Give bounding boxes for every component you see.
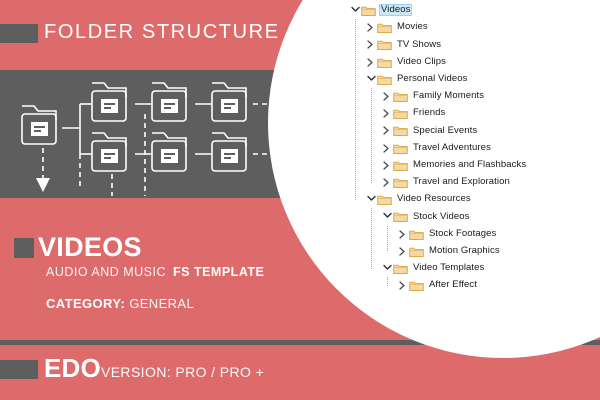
info-subtitle-bold: FS TEMPLATE [173,265,265,279]
tree-item-label: Videos [379,4,413,16]
folder-icon [377,36,392,52]
tree-item-video-clips[interactable]: Video Clips [366,54,448,70]
folder-structure-diagram [0,70,290,198]
folder-icon [361,2,376,18]
chevron-right-icon[interactable] [382,140,393,156]
chevron-right-icon[interactable] [366,54,377,70]
accent-square-icon [14,238,34,258]
footer-brand: EDO [44,353,101,383]
folder-icon [393,157,408,173]
chevron-right-icon[interactable] [366,19,377,35]
footer-version: VERSION: PRO / PRO + [100,364,265,380]
diagram-folder-node [151,132,187,172]
tree-item-label: Video Templates [413,262,485,274]
tree-item-label: Movies [397,21,428,33]
folder-icon [393,88,408,104]
chevron-down-icon[interactable] [382,208,393,224]
tree-guide-line [371,208,373,269]
tree-item-label: Travel and Exploration [413,176,510,188]
folder-icon [377,19,392,35]
tree-item-tv-shows[interactable]: TV Shows [366,36,443,52]
chevron-right-icon[interactable] [382,88,393,104]
page-title: FOLDER STRUCTURE [44,21,280,43]
chevron-down-icon[interactable] [350,2,361,18]
tree-item-motion-graphics[interactable]: Motion Graphics [398,243,502,259]
chevron-down-icon[interactable] [382,260,393,276]
chevron-right-icon[interactable] [382,122,393,138]
tree-guide-line [371,88,373,183]
tree-item-label: Personal Videos [397,73,468,85]
chevron-down-icon[interactable] [366,71,377,87]
tree-item-stock-videos[interactable]: Stock Videos [382,208,471,224]
chevron-right-icon[interactable] [398,243,409,259]
chevron-right-icon[interactable] [382,105,393,121]
tree-guide-line [355,19,357,200]
accent-block-icon [0,360,38,379]
tree-item-label: Family Moments [413,90,485,102]
info-subtitle-light: AUDIO AND MUSIC [46,265,167,279]
folder-icon [393,140,408,156]
diagram-folder-node [151,82,187,122]
info-category-value: GENERAL [129,296,195,311]
tree-item-label: Video Resources [397,193,471,205]
tree-item-label: Special Events [413,124,478,136]
footer: EDOVERSION: PRO / PRO + [44,353,264,384]
chevron-right-icon[interactable] [382,157,393,173]
tree-item-video-templates[interactable]: Video Templates [382,260,486,276]
info-category-label: CATEGORY: [46,296,126,311]
chevron-right-icon[interactable] [366,36,377,52]
tree-item-label: Video Clips [397,55,446,67]
footer-divider [0,340,600,345]
tree-guide-line [387,225,389,252]
folder-icon [409,277,424,293]
folder-icon [393,174,408,190]
folder-icon [393,105,408,121]
tree-item-label: Memories and Flashbacks [413,159,527,171]
folder-icon [393,122,408,138]
tree-item-travel-adventures[interactable]: Travel Adventures [382,140,493,156]
tree-item-personal-videos[interactable]: Personal Videos [366,71,470,87]
down-arrow-icon [36,178,50,192]
folder-icon [377,71,392,87]
chevron-right-icon[interactable] [398,277,409,293]
chevron-down-icon[interactable] [366,191,377,207]
tree-item-videos[interactable]: Videos [350,2,413,18]
tree-item-after-effect[interactable]: After Effect [398,277,479,293]
tree-item-label: TV Shows [397,38,442,50]
tree-item-label: Motion Graphics [429,245,500,257]
folder-icon [409,243,424,259]
folder-icon [377,191,392,207]
tree-item-label: After Effect [429,279,478,291]
tree-item-travel-and-exploration[interactable]: Travel and Exploration [382,174,512,190]
accent-block-icon [0,24,38,43]
tree-item-stock-footages[interactable]: Stock Footages [398,226,498,242]
folder-icon [377,54,392,70]
tree-item-family-moments[interactable]: Family Moments [382,88,486,104]
tree-guide-line [387,277,389,286]
folder-icon [393,260,408,276]
info-title: VIDEOS [38,232,142,262]
diagram-folder-node [211,132,247,172]
diagram-folder-node [211,82,247,122]
chevron-right-icon[interactable] [398,226,409,242]
folder-icon [393,208,408,224]
tree-item-movies[interactable]: Movies [366,19,430,35]
folder-icon [409,226,424,242]
tree-item-friends[interactable]: Friends [382,105,447,121]
diagram-folder-node [21,105,57,145]
tree-item-memories-and-flashbacks[interactable]: Memories and Flashbacks [382,157,528,173]
diagram-folder-node [91,82,127,122]
info-subtitle: AUDIO AND MUSIC FS TEMPLATE [46,265,264,279]
diagram-folder-node [91,132,127,172]
tree-item-label: Stock Videos [413,210,470,222]
tree-item-special-events[interactable]: Special Events [382,122,479,138]
tree-item-label: Friends [413,107,446,119]
tree-item-video-resources[interactable]: Video Resources [366,191,473,207]
tree-item-label: Travel Adventures [413,141,491,153]
info-category: CATEGORY:GENERAL [46,296,194,311]
chevron-right-icon[interactable] [382,174,393,190]
tree-item-label: Stock Footages [429,227,497,239]
